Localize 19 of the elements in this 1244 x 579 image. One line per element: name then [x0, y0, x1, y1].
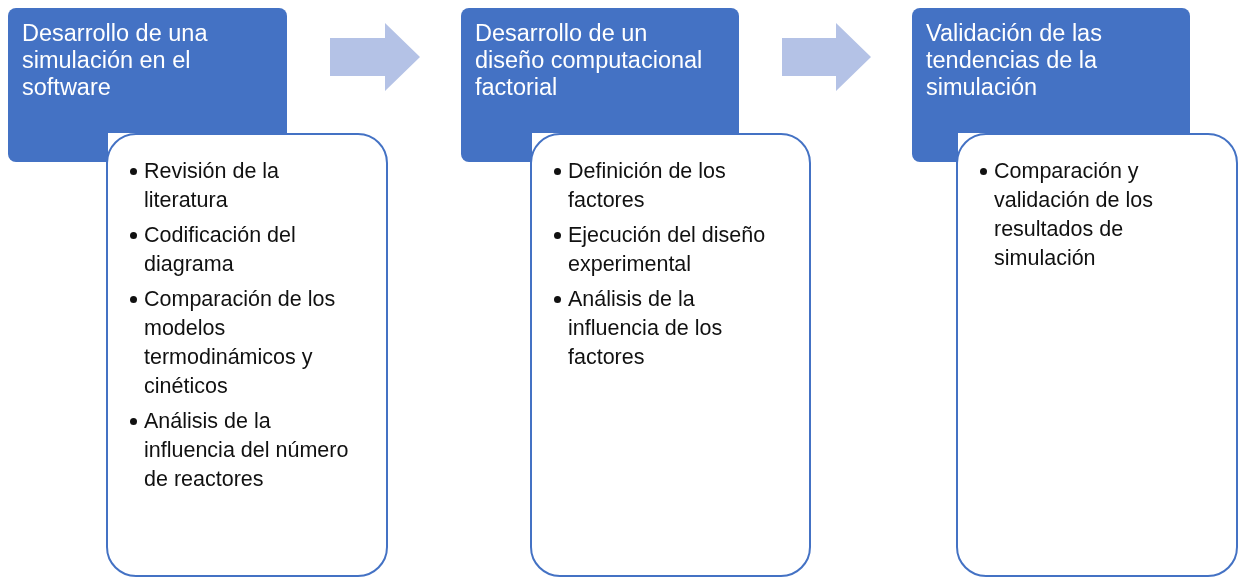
task-list-card: [530, 133, 811, 577]
step-title: Desarrollo de una simulación en el software: [22, 20, 208, 100]
bullet-item: Análisis de la influencia del número de reactores: [144, 409, 349, 491]
block-arrow: [782, 23, 871, 91]
bullet-item: Análisis de la influencia de los factores: [568, 287, 723, 369]
task-list-card: [106, 133, 388, 577]
bullet-item: Revisión de la literatura: [144, 159, 280, 212]
step-title: Desarrollo de un diseño computacional factorial: [475, 20, 703, 100]
task-list-card: [956, 133, 1238, 577]
bullet-item: Definición de los factores: [568, 159, 726, 212]
step-header-box: [8, 8, 287, 133]
bullet-item: Codificación del diagrama: [144, 223, 296, 276]
bullet-item: Comparación de los modelos termodinámicos y cinéticos: [144, 287, 336, 398]
block-arrow: [330, 23, 420, 91]
bullet-item: Comparación y validación de los resultados de simulación: [994, 159, 1153, 270]
step-header-box: [461, 8, 739, 133]
step-header-box: [912, 8, 1190, 133]
bullet-item: Ejecución del diseño experimental: [568, 223, 766, 276]
step-title: Validación de las tendencias de la simulación: [926, 20, 1102, 100]
